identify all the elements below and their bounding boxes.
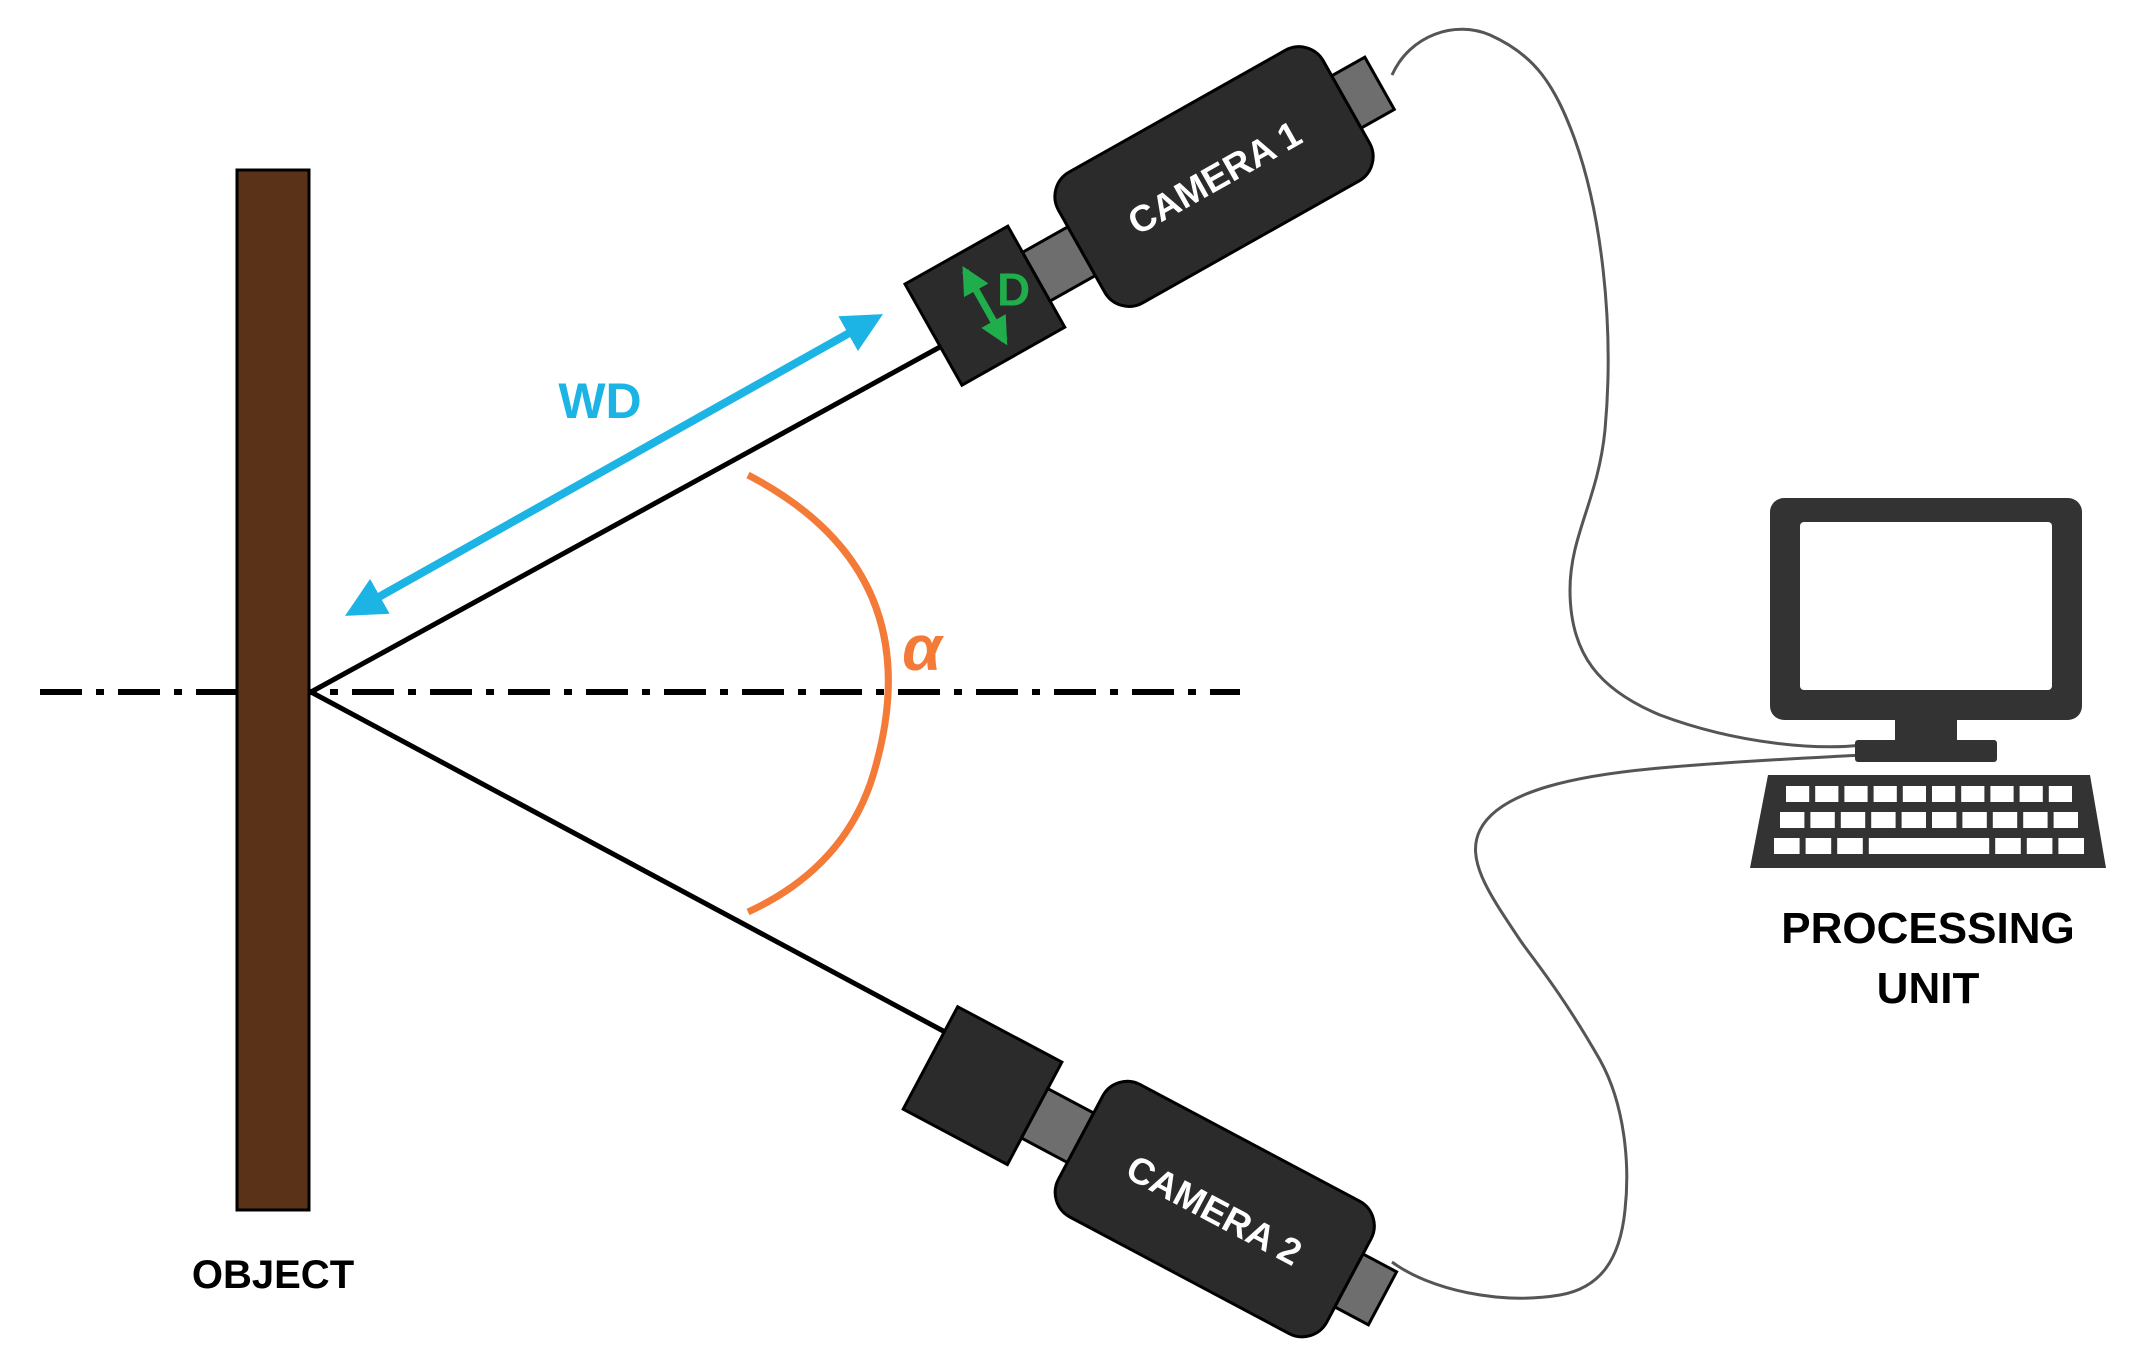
keyboard-key	[1992, 812, 2018, 828]
keyboard-key	[1815, 786, 1839, 802]
keyboard-key	[1840, 812, 1866, 828]
keyboard-key	[1871, 812, 1896, 828]
wd-arrow	[345, 314, 883, 616]
camera1: CAMERA 1 D	[902, 45, 1397, 388]
camera2-sight-line	[309, 689, 962, 1043]
monitor-screen	[1800, 522, 2052, 690]
keyboard-key	[1837, 838, 1863, 854]
keyboard-key	[1786, 786, 1810, 802]
camera2-connector	[1332, 1251, 1399, 1327]
keyboard-key	[2048, 786, 2072, 802]
camera2-cable	[1391, 753, 1863, 1300]
keyboard-key	[1932, 786, 1956, 802]
object-bar	[235, 168, 311, 1212]
camera1-cable	[1390, 27, 1863, 749]
keyboard-key	[1780, 812, 1805, 828]
keyboard-key	[2058, 838, 2084, 854]
keyboard-key	[1774, 838, 1800, 854]
keyboard-keys	[1774, 786, 2084, 854]
keyboard-key	[1810, 812, 1835, 828]
processing-unit-label-line2: UNIT	[1877, 964, 1980, 1013]
keyboard-key	[1961, 786, 1985, 802]
keyboard-key	[1805, 838, 1832, 854]
keyboard-key	[1902, 786, 1926, 802]
keyboard-key	[2019, 786, 2043, 802]
d-label: D	[997, 263, 1030, 315]
keyboard-key	[1873, 786, 1897, 802]
object-label: OBJECT	[192, 1253, 354, 1297]
processing-unit-label-line1: PROCESSING	[1781, 904, 2074, 953]
keyboard-key	[1901, 812, 1926, 828]
keyboard-spacebar	[1868, 838, 1990, 854]
alpha-label: α	[902, 612, 944, 684]
camera1-connector	[1329, 55, 1397, 131]
desktop-computer-icon	[1750, 498, 2106, 868]
keyboard-key	[1844, 786, 1868, 802]
keyboard-key	[1990, 786, 2014, 802]
d-arrow	[962, 265, 1008, 346]
keyboard-key	[1962, 812, 1987, 828]
camera2: CAMERA 2	[901, 1004, 1399, 1339]
keyboard-key	[2026, 838, 2053, 854]
monitor-stand	[1895, 720, 1957, 742]
monitor-base	[1855, 740, 1997, 762]
wd-label: WD	[558, 373, 641, 429]
keyboard-key	[2023, 812, 2048, 828]
keyboard-key	[1995, 838, 2021, 854]
keyboard-key	[1932, 812, 1957, 828]
keyboard-key	[2053, 812, 2078, 828]
